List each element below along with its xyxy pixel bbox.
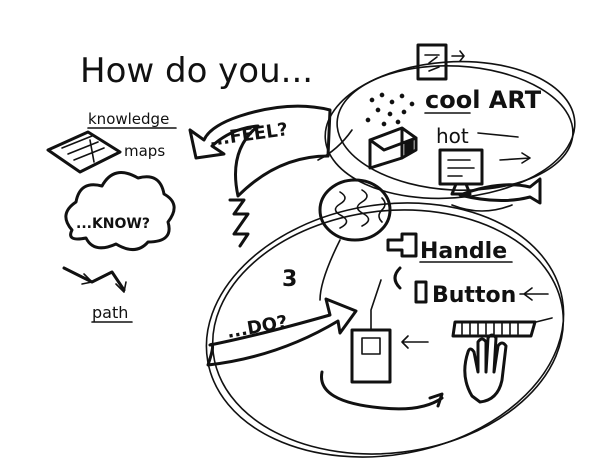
- know-label: ...KNOW?: [76, 216, 150, 232]
- ruler-arrow: [535, 317, 553, 323]
- device-screen: [361, 337, 381, 355]
- path-label: path: [92, 303, 128, 322]
- maps-label: maps: [124, 142, 165, 160]
- path-arrow-2: [115, 281, 127, 293]
- button-label: Button: [432, 283, 516, 308]
- button-arrow: [519, 287, 549, 301]
- sprinkle-dots: [365, 92, 415, 127]
- do-arrow: [206, 297, 358, 367]
- map-grid: [61, 135, 105, 163]
- ruler-ticks: [461, 321, 519, 335]
- do-label: ...DO?: [225, 312, 289, 343]
- hot-label: hot: [436, 124, 469, 148]
- monitor-icon: [438, 148, 484, 186]
- path-arrow-1: [81, 273, 93, 285]
- globe-wave-3: [378, 197, 386, 223]
- monitor-arrow: [499, 152, 531, 164]
- button-icon: [414, 280, 428, 304]
- knowledge-label: knowledge: [88, 110, 169, 128]
- pipe-base: [451, 204, 513, 212]
- hand-icon: [463, 333, 508, 404]
- monitor-lines: [447, 159, 475, 177]
- picture-frame-icon: [416, 43, 448, 81]
- cube-shade: [404, 138, 414, 156]
- cloud-icon: [64, 171, 176, 251]
- globe-wave-2: [356, 189, 370, 227]
- picture-frame-doodle: [424, 54, 440, 72]
- title: How do you...: [80, 51, 313, 91]
- path-line: [62, 266, 126, 292]
- globe-wave-1: [334, 191, 348, 229]
- monitor-stand: [450, 182, 472, 196]
- zigzag-icon: [228, 198, 250, 248]
- swoosh-arrowhead: [428, 392, 444, 408]
- hot-arrow: [477, 132, 519, 138]
- globe-circle: [318, 178, 392, 242]
- do-ellipse-outline-2: [211, 209, 565, 455]
- globe-connector: [319, 239, 341, 301]
- handle-label: Handle: [420, 239, 507, 264]
- map-icon: [46, 130, 122, 174]
- curly-connector: [393, 266, 402, 290]
- device-arrow: [401, 335, 429, 349]
- cube-icon: [368, 126, 418, 170]
- pipe-icon: [458, 177, 542, 205]
- number-3: 3: [282, 267, 297, 292]
- feel-arrow: [188, 104, 332, 198]
- swoosh-arrow: [320, 370, 444, 411]
- picture-arrow: [451, 50, 465, 62]
- handle-icon: [386, 232, 418, 258]
- cool-art-label: cool ART: [425, 86, 542, 114]
- feel-connector: [317, 129, 353, 161]
- feel-ellipse-outline-2: [336, 64, 574, 192]
- device-cord: [370, 279, 382, 331]
- ruler-icon: [451, 320, 537, 338]
